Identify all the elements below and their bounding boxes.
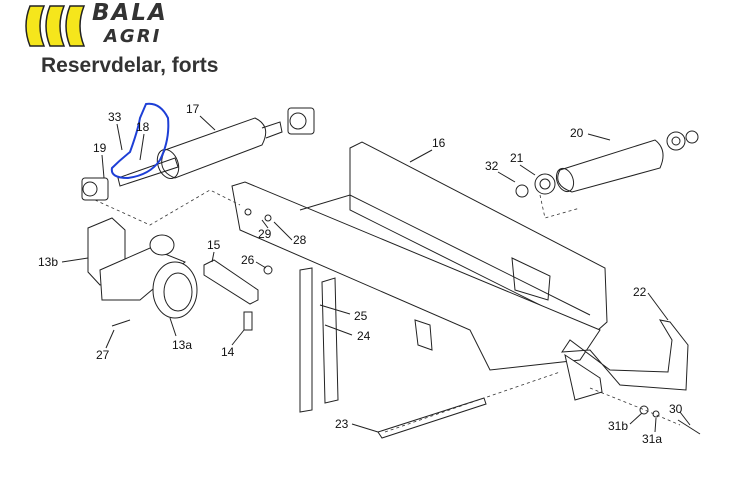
brand-subname: AGRI [104,26,162,47]
part-label-16: 16 [432,136,446,150]
bracket-part-15 [203,259,259,305]
part-label-23: 23 [335,417,349,431]
brand-name: BALA [92,0,168,26]
part-label-21: 21 [510,151,524,165]
part-label-27: 27 [96,348,110,362]
roller-part-17 [117,117,283,187]
conveyor-frame-part-16 [231,141,608,371]
page-title: Reservdelar, forts [41,54,219,77]
motor-part-13 [87,217,198,319]
part-label-14: 14 [221,345,235,359]
bala-agri-logo [25,5,86,47]
part-label-29: 29 [258,227,272,241]
part-label-33: 33 [108,110,122,124]
roller-part-20 [515,130,699,198]
part-label-22: 22 [633,285,647,299]
part-label-25: 25 [354,309,368,323]
part-label-15: 15 [207,238,221,252]
leader-lines [61,115,691,433]
part-label-24: 24 [357,329,371,343]
part-label-31b: 31b [608,419,628,433]
part-label-18: 18 [136,120,150,134]
part-label-13b: 13b [38,255,58,269]
part-label-32: 32 [485,159,499,173]
part-label-31a: 31a [642,432,662,446]
hand-drawn-annotation [110,102,170,180]
part-label-26: 26 [241,253,255,267]
part-label-30: 30 [669,402,683,416]
part-label-17: 17 [186,102,200,116]
part-label-20: 20 [570,126,584,140]
bearing-right [287,107,315,135]
part-label-28: 28 [293,233,307,247]
part-label-13a: 13a [172,338,192,352]
bearing-part-19 [81,177,109,201]
part-label-19: 19 [93,141,107,155]
small-fasteners [111,208,701,439]
